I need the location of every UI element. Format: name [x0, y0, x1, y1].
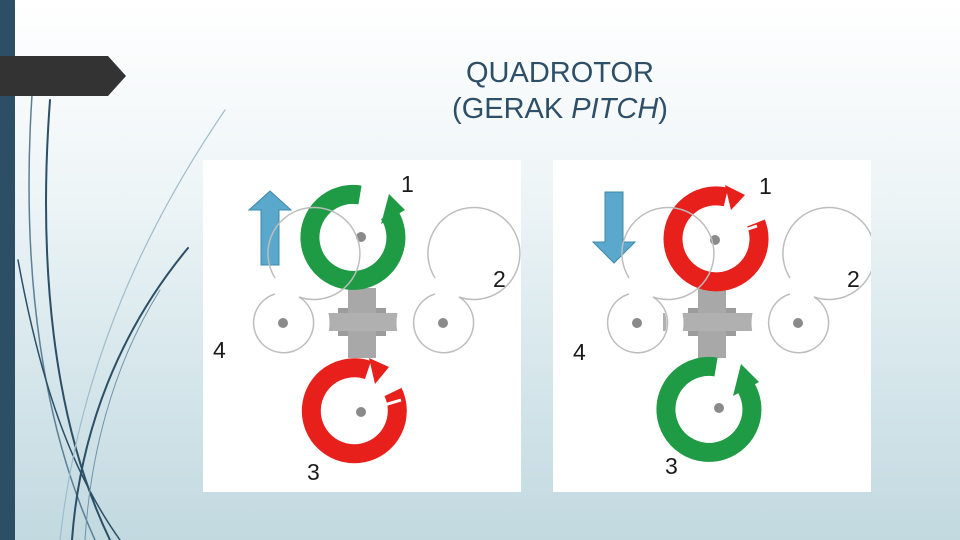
rotor-label-4: 4: [573, 339, 586, 365]
rotor-label-3: 3: [665, 453, 678, 479]
rotor-1-green: [300, 184, 406, 290]
rotor-1-red: [663, 185, 769, 292]
decorative-swoosh-lines: [17, 94, 226, 540]
slide-title: QUADROTOR (GERAK PITCH): [400, 55, 720, 127]
rotor-2-white: [751, 206, 871, 370]
rotor-label-2: 2: [847, 266, 860, 292]
rotor-label-4: 4: [213, 337, 226, 363]
rotor-3-green: [656, 356, 762, 462]
rotor-label-2: 2: [493, 266, 506, 292]
rotor-label-3: 3: [307, 459, 320, 485]
arrow-up-icon: [247, 190, 293, 266]
rotor-3-red: [301, 358, 407, 464]
arrow-down-icon: [591, 191, 637, 264]
quadrotor-frame: [663, 288, 761, 358]
rotor-4-white: [236, 206, 361, 370]
quadrotor-diagram-pitch-up: 1 2 3 4: [203, 160, 521, 492]
title-line-2: (GERAK PITCH): [452, 93, 668, 125]
rotor-label-1: 1: [401, 171, 414, 197]
rotor-4-white: [590, 206, 715, 370]
left-accent-bar: [0, 0, 15, 540]
title-tab-marker: [0, 56, 126, 96]
quadrotor-frame: [313, 288, 411, 358]
quadrotor-diagram-pitch-down: 1 2 3 4: [553, 160, 871, 492]
rotor-label-1: 1: [759, 173, 772, 199]
title-line-1: QUADROTOR: [466, 57, 654, 89]
rotor-2-white: [396, 206, 521, 370]
title-italic-word: PITCH: [571, 93, 659, 125]
